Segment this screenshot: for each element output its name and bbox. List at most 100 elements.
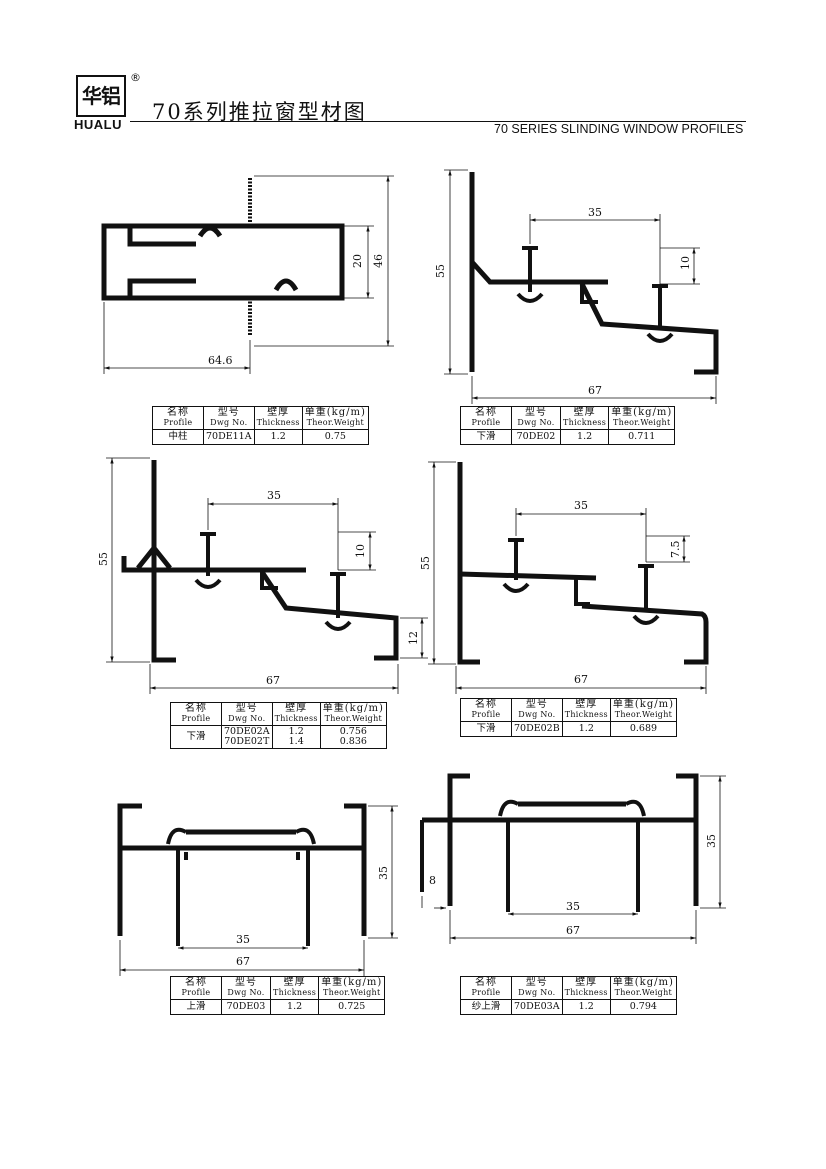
header-dwg-en: Dwg No. [518, 710, 556, 719]
header-thick-cn: 壁厚 [267, 407, 290, 418]
header-weight-en: Theor.Weight [306, 418, 365, 427]
profile-thickness: 1.2 [559, 429, 610, 445]
profile-weight: 0.725 [318, 999, 386, 1015]
profile-70de03-drawing: 35 35 67 [117, 803, 398, 976]
dim-70de02b-67: 67 [574, 673, 588, 686]
header-thick-cn: 壁厚 [573, 407, 596, 418]
header-weight-en: Theor.Weight [614, 988, 673, 997]
header-name-cn: 名称 [185, 977, 207, 988]
weight-line-2: 0.836 [339, 736, 367, 747]
profile-dwg: 70DE11A [203, 429, 255, 445]
header-name-en: Profile [471, 710, 501, 719]
profile-70de02b-drawing: 35 7.5 55 67 [419, 461, 709, 694]
dim-70de03-35-height: 35 [377, 866, 390, 880]
header-name-cn: 名称 [185, 703, 207, 714]
header-weight-cn: 单重(kg/m) [321, 977, 383, 988]
dim-70de02a-35: 35 [267, 489, 281, 502]
header-weight-en: Theor.Weight [323, 988, 381, 997]
dim-70de02b-55: 55 [419, 556, 432, 570]
header-weight-cn: 单重(kg/m) [322, 703, 384, 714]
dim-70de02-67: 67 [588, 384, 602, 397]
header-thick-en: Thickness [274, 714, 318, 723]
header-name-en: Profile [163, 418, 193, 427]
profile-thickness: 1.2 [253, 429, 303, 445]
thickness-line-1: 1.2 [288, 726, 304, 737]
header-thick-en: Thickness [273, 988, 317, 997]
profile-name: 上滑 [170, 999, 222, 1015]
dim-70de03a-67: 67 [566, 924, 580, 937]
profile-70de02-drawing: 35 10 55 67 [434, 169, 719, 404]
header-dwg-cn: 型号 [235, 977, 257, 988]
header-name-cn: 名称 [475, 407, 497, 418]
header-name-cn: 名称 [475, 977, 497, 988]
dim-70de02-35: 35 [588, 206, 602, 219]
header-dwg-en: Dwg No. [228, 714, 266, 723]
profile-70de11a-drawing: 64.6 20 46 [101, 175, 394, 374]
header-weight-cn: 单重(kg/m) [304, 407, 366, 418]
header-dwg-cn: 型号 [525, 977, 548, 988]
header-thick-en: Thickness [256, 418, 300, 427]
header-thick-en: Thickness [564, 710, 608, 719]
profile-70de03a-drawing: 35 8 35 67 [420, 773, 726, 944]
dim-70de02a-67: 67 [266, 674, 280, 687]
hualu-logo: 华铝 [76, 75, 126, 117]
header-name-en: Profile [471, 988, 501, 997]
header-thick-cn: 壁厚 [575, 699, 598, 710]
dim-70de03-67: 67 [236, 955, 250, 968]
dim-70de02b-7-5: 7.5 [669, 541, 682, 559]
profile-name: 下滑 [460, 429, 512, 445]
header-dwg-en: Dwg No. [517, 418, 555, 427]
header-weight-en: Theor.Weight [614, 710, 673, 719]
dim-70de02-10: 10 [679, 256, 692, 270]
header-dwg-en: Dwg No. [210, 418, 248, 427]
header-thick-en: Thickness [563, 418, 607, 427]
profile-name: 下滑 [460, 721, 512, 737]
weight-line-1: 0.756 [339, 726, 367, 737]
header-weight-cn: 单重(kg/m) [612, 699, 675, 710]
dim-70de02a-12: 12 [407, 631, 420, 645]
header-name-cn: 名称 [167, 407, 189, 418]
profile-dwg: 70DE02 [511, 429, 561, 445]
profile-thickness: 1.2 [269, 999, 320, 1015]
header-dwg-cn: 型号 [525, 407, 547, 418]
dim-70de03a-35-height: 35 [705, 834, 718, 848]
header-weight-cn: 单重(kg/m) [611, 407, 673, 418]
header-dwg-cn: 型号 [235, 703, 258, 714]
profile-weight: 0.794 [609, 999, 677, 1015]
profile-weight: 0.689 [609, 721, 678, 737]
dim-70de02a-10: 10 [354, 544, 367, 558]
header-thick-en: Thickness [564, 988, 608, 997]
dim-70de02-55: 55 [434, 264, 447, 278]
header-thick-cn: 壁厚 [575, 977, 598, 988]
header-dwg-en: Dwg No. [518, 988, 556, 997]
profile-dwg: 70DE02B [511, 721, 563, 737]
dim-70de11a-width: 64.6 [208, 354, 233, 367]
profile-dwg: 70DE03 [221, 999, 271, 1015]
dwg-line-2: 70DE02T [224, 736, 270, 747]
profile-70de02a-drawing: 35 10 55 12 67 [97, 457, 428, 694]
dim-70de03-35-bottom: 35 [236, 933, 250, 946]
profile-thickness: 1.2 [561, 721, 611, 737]
profile-name: 下滑 [170, 725, 222, 749]
header-name-cn: 名称 [475, 699, 497, 710]
profile-name: 中柱 [152, 429, 204, 445]
thickness-line-2: 1.4 [288, 736, 304, 747]
header-dwg-cn: 型号 [217, 407, 240, 418]
header-dwg-en: Dwg No. [227, 988, 265, 997]
header-name-en: Profile [181, 714, 211, 723]
profile-weight: 0.711 [608, 429, 676, 445]
page-title-en: 70 SERIES SLINDING WINDOW PROFILES [494, 122, 744, 136]
page-title-cn: 70系列推拉窗型材图 [152, 100, 367, 124]
logo-latin-text: HUALU [74, 117, 122, 132]
dim-70de02a-55: 55 [97, 552, 110, 566]
header-weight-cn: 单重(kg/m) [612, 977, 674, 988]
header-weight-en: Theor.Weight [613, 418, 671, 427]
